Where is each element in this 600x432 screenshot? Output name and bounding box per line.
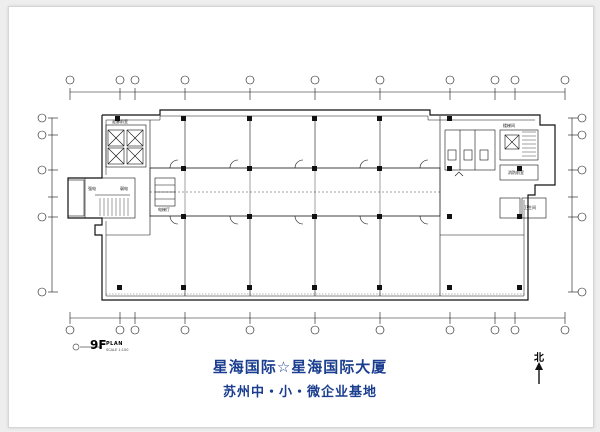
grid-bubbles-right xyxy=(577,113,587,297)
grid-bubbles-left xyxy=(37,113,47,297)
left-core xyxy=(67,124,176,219)
scale-note: SCALE 1:100 xyxy=(106,348,129,352)
north-label: 北 xyxy=(534,353,544,364)
building-outline xyxy=(67,109,556,301)
right-core xyxy=(444,129,547,219)
floor-label: 9F xyxy=(90,338,107,352)
label-corridor-top: 走廊前室 xyxy=(112,118,128,124)
label-elec-left: 强电 xyxy=(88,185,96,191)
label-fire-room: 消防前室 xyxy=(508,169,524,175)
plan-word: PLAN xyxy=(106,341,123,347)
grid-bubbles-top xyxy=(65,75,570,85)
drawing-subtitle: 苏州中・小・微企业基地 xyxy=(222,385,377,400)
structural-columns xyxy=(115,116,522,290)
north-offices xyxy=(149,116,441,169)
label-lobby: 电梯厅 xyxy=(158,206,170,212)
label-wc: 卫生间 xyxy=(524,204,536,210)
label-stairs-right: 楼梯间 xyxy=(503,122,515,128)
drawing-title: 星海国际☆星海国际大厦 xyxy=(212,358,388,376)
central-corridor xyxy=(149,167,441,217)
grid-bubbles-bottom xyxy=(65,325,570,335)
south-offices xyxy=(106,215,524,296)
label-weak-left: 弱电 xyxy=(120,185,128,191)
north-arrow-icon xyxy=(535,362,543,384)
logo-mark-icon xyxy=(72,343,102,351)
